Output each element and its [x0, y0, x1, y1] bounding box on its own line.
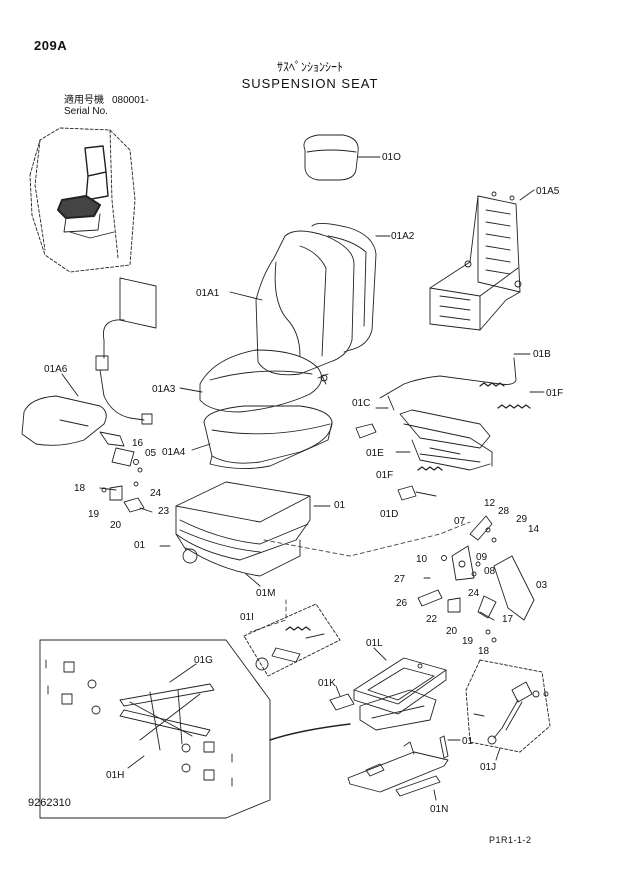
- callout-27: 27: [394, 574, 406, 585]
- callout-01F-b: 01F: [376, 470, 393, 481]
- callout-19-a: 19: [88, 509, 100, 520]
- callout-12: 12: [484, 498, 496, 509]
- serial-value: 080001-: [112, 95, 149, 106]
- callout-01M: 01M: [256, 588, 275, 599]
- callout-10: 10: [416, 554, 428, 565]
- callout-01A1: 01A1: [196, 288, 220, 299]
- callout-18-b: 18: [478, 646, 490, 657]
- callout-19-b: 19: [462, 636, 474, 647]
- slide-rails-01E: [355, 395, 493, 471]
- cushion-01A3: [179, 349, 329, 413]
- callout-17: 17: [502, 614, 514, 625]
- serial-label-en: Serial No.: [64, 106, 108, 117]
- part-01K: [329, 685, 355, 711]
- callout-23: 23: [158, 506, 170, 517]
- callout-01C: 01C: [352, 398, 370, 409]
- cab-location-thumbnail: [29, 127, 136, 273]
- suspension-01M: [159, 481, 331, 587]
- callout-01N: 01N: [430, 804, 448, 815]
- cable-01B: [379, 353, 531, 399]
- callout-labels: 01O 01A5 01A2 01A1 01A6 01A3 01A4 01B 01…: [44, 152, 563, 815]
- callout-28: 28: [498, 506, 510, 517]
- callout-01A5: 01A5: [536, 186, 560, 197]
- callout-01-c: 01: [462, 736, 474, 747]
- callout-20-b: 20: [446, 626, 458, 637]
- callout-01A6: 01A6: [44, 364, 68, 375]
- callout-22: 22: [426, 614, 438, 625]
- callout-03: 03: [536, 580, 548, 591]
- page-code: 209A: [34, 38, 68, 53]
- serial-info: 適用号機 080001- Serial No.: [64, 95, 149, 117]
- callout-18-a: 18: [74, 483, 86, 494]
- callout-01G: 01G: [194, 655, 213, 666]
- seat-frame-01A5: [429, 189, 535, 331]
- callout-14: 14: [528, 524, 540, 535]
- bracket-parts-left: [99, 447, 153, 513]
- callout-01I: 01I: [240, 612, 254, 623]
- callout-26: 26: [396, 598, 408, 609]
- callout-20-a: 20: [110, 520, 122, 531]
- page-title: SUSPENSION SEAT: [241, 76, 379, 91]
- callout-07: 07: [454, 516, 466, 527]
- callout-01H: 01H: [106, 770, 124, 781]
- bolt-01-lower: [439, 735, 461, 759]
- callout-29: 29: [516, 514, 528, 525]
- callout-01A2: 01A2: [391, 231, 415, 242]
- title-japanese: ｻｽﾍﾟﾝｼｮﾝｼｰﾄ: [276, 60, 343, 74]
- callout-16: 16: [132, 438, 144, 449]
- callout-01A3: 01A3: [152, 384, 176, 395]
- callout-01J: 01J: [480, 762, 496, 773]
- handle-01D: [397, 485, 437, 501]
- cushion-base-01A4: [191, 405, 333, 469]
- headrest-01O: [303, 134, 381, 181]
- slider-assembly-01L: [353, 647, 447, 731]
- cable-kit-01I: [243, 603, 341, 677]
- callout-09: 09: [476, 552, 488, 563]
- back-cover-01A2: [311, 223, 391, 353]
- callout-01B: 01B: [533, 349, 551, 360]
- callout-24-b: 24: [468, 588, 480, 599]
- callout-01F-a: 01F: [546, 388, 563, 399]
- rail-01N: [347, 741, 449, 801]
- callout-01-a: 01: [334, 500, 346, 511]
- serial-label-jp: 適用号機: [64, 95, 104, 106]
- callout-01K: 01K: [318, 678, 336, 689]
- callout-01O: 01O: [382, 152, 401, 163]
- document-number: 9262310: [28, 797, 71, 809]
- callout-01L: 01L: [366, 638, 383, 649]
- inset-box-01G-01H: [39, 639, 351, 819]
- callout-08: 08: [484, 566, 496, 577]
- callout-01D: 01D: [380, 509, 398, 520]
- armrest-01A6: [21, 277, 157, 447]
- page-reference: P1R1-1-2: [489, 835, 532, 845]
- callout-05: 05: [145, 448, 157, 459]
- callout-01A4: 01A4: [162, 447, 186, 458]
- callout-01-b: 01: [134, 540, 146, 551]
- backrest-01A1: [229, 230, 355, 376]
- springs-01F: [417, 382, 545, 471]
- callout-01E: 01E: [366, 448, 384, 459]
- shock-absorber-01J: [465, 659, 551, 761]
- bracket-hardware-right: [417, 515, 535, 643]
- callout-24-a: 24: [150, 488, 162, 499]
